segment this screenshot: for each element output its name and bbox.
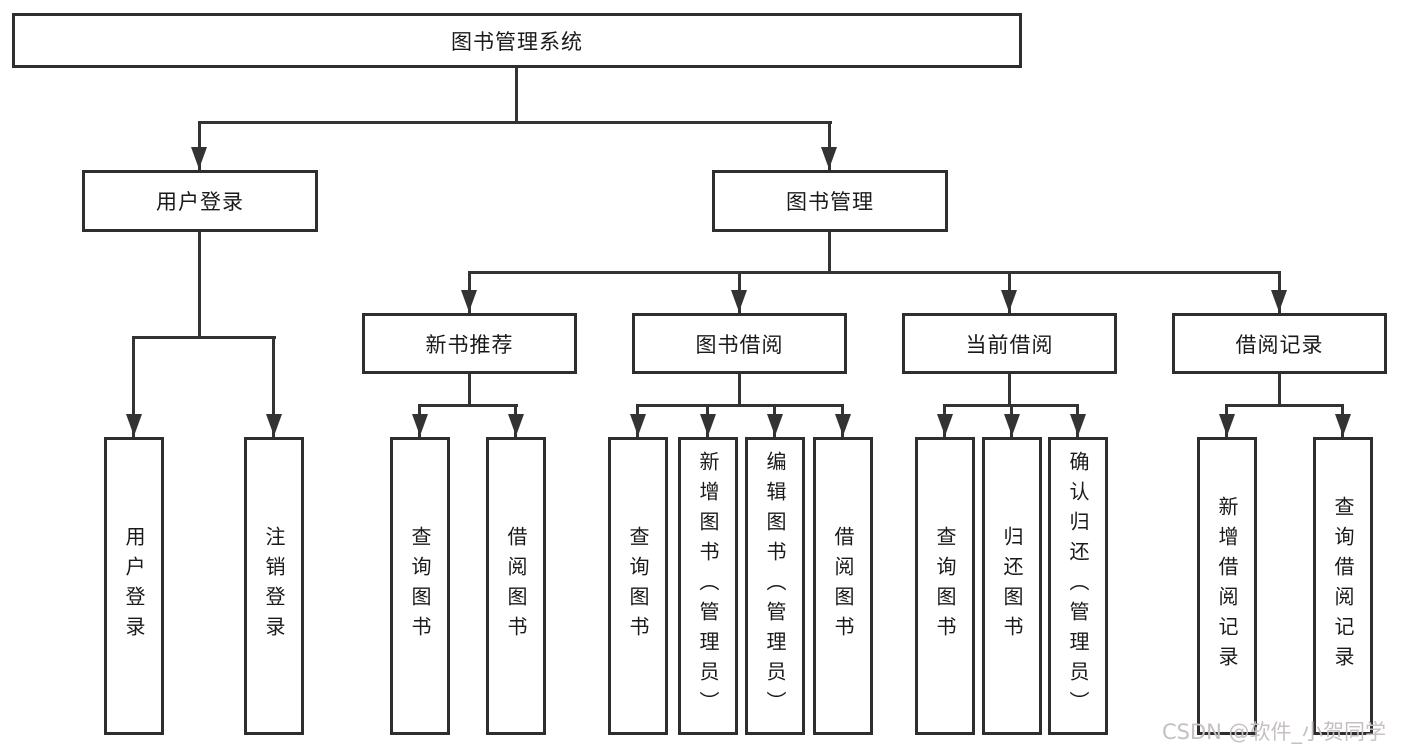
node-label: 图书借阅 (695, 332, 784, 357)
arrow-down-icon (461, 290, 477, 312)
connector-line (468, 271, 1281, 274)
arrow-down-icon (821, 147, 837, 169)
leaf-edit-books-admin: 编辑图书（管理员） (745, 437, 805, 735)
connector-line (468, 374, 471, 407)
connector-line (198, 232, 201, 339)
node-root-library-system: 图书管理系统 (12, 13, 1022, 68)
connector-line (828, 232, 831, 274)
leaf-logout: 注销登录 (244, 437, 304, 735)
node-borrow-records: 借阅记录 (1172, 313, 1387, 374)
arrow-down-icon (1070, 414, 1086, 436)
connector-line (828, 121, 831, 170)
connector-line (1008, 374, 1011, 407)
node-label: 用户登录 (156, 190, 244, 214)
connector-line (738, 374, 741, 407)
connector-line (198, 121, 832, 124)
arrow-down-icon (630, 414, 646, 436)
leaf-label: 确认归还（管理员） (1066, 451, 1090, 721)
connector-line (1225, 404, 1344, 407)
leaf-label: 新增借阅记录 (1215, 496, 1239, 676)
arrow-down-icon (1271, 290, 1287, 312)
node-label: 新书推荐 (425, 332, 514, 357)
node-user-login: 用户登录 (82, 170, 318, 232)
csdn-watermark: CSDN @软件_小贺同学 (1162, 720, 1387, 744)
connector-line (1278, 374, 1281, 407)
arrow-down-icon (412, 414, 428, 436)
node-label: 图书管理 (786, 190, 874, 214)
leaf-query-borrow-record: 查询借阅记录 (1313, 437, 1373, 735)
arrow-down-icon (1335, 414, 1351, 436)
leaf-label: 查询图书 (626, 526, 650, 646)
node-new-book-recommend: 新书推荐 (362, 313, 577, 374)
arrow-down-icon (191, 147, 207, 169)
arrow-down-icon (1219, 414, 1235, 436)
arrow-down-icon (937, 414, 953, 436)
node-book-borrow: 图书借阅 (632, 313, 847, 374)
arrow-down-icon (266, 414, 282, 436)
node-label: 借阅记录 (1235, 332, 1324, 357)
arrow-down-icon (1001, 290, 1017, 312)
leaf-label: 借阅图书 (504, 526, 528, 646)
leaf-label: 编辑图书（管理员） (763, 451, 787, 721)
connector-line (272, 336, 275, 437)
arrow-down-icon (126, 414, 142, 436)
leaf-label: 借阅图书 (831, 526, 855, 646)
leaf-label: 查询图书 (933, 526, 957, 646)
arrow-down-icon (835, 414, 851, 436)
connector-line (132, 336, 276, 339)
arrow-down-icon (700, 414, 716, 436)
leaf-user-login: 用户登录 (104, 437, 164, 735)
leaf-confirm-return-admin: 确认归还（管理员） (1048, 437, 1108, 735)
connector-line (636, 404, 844, 407)
leaf-borrow-books: 借阅图书 (813, 437, 873, 735)
leaf-borrow-books: 借阅图书 (486, 437, 546, 735)
leaf-query-books: 查询图书 (608, 437, 668, 735)
leaf-query-books: 查询图书 (390, 437, 450, 735)
leaf-return-books: 归还图书 (982, 437, 1042, 735)
leaf-add-books-admin: 新增图书（管理员） (678, 437, 738, 735)
node-label: 当前借阅 (965, 332, 1054, 357)
connector-line (198, 121, 201, 170)
arrow-down-icon (1004, 414, 1020, 436)
leaf-add-borrow-record: 新增借阅记录 (1197, 437, 1257, 735)
arrow-down-icon (508, 414, 524, 436)
leaf-query-books: 查询图书 (915, 437, 975, 735)
leaf-label: 查询图书 (408, 526, 432, 646)
connector-line (418, 404, 518, 407)
leaf-label: 注销登录 (262, 526, 286, 646)
node-label: 图书管理系统 (451, 29, 583, 54)
node-current-borrow: 当前借阅 (902, 313, 1117, 374)
arrow-down-icon (767, 414, 783, 436)
leaf-label: 新增图书（管理员） (696, 451, 720, 721)
connector-line (515, 68, 518, 124)
arrow-down-icon (731, 290, 747, 312)
node-book-management: 图书管理 (712, 170, 948, 232)
connector-line (132, 336, 135, 437)
leaf-label: 用户登录 (122, 526, 146, 646)
leaf-label: 查询借阅记录 (1331, 496, 1355, 676)
leaf-label: 归还图书 (1000, 526, 1024, 646)
